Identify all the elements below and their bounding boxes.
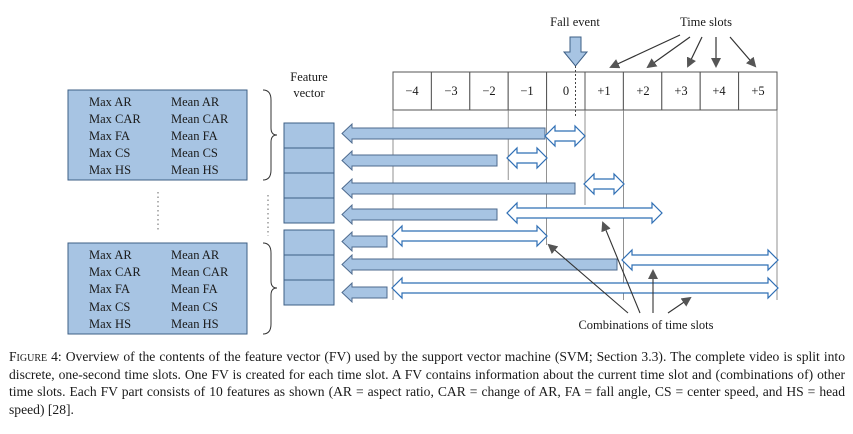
block1-left-4: Max HS [89, 163, 131, 177]
block2-left-0: Max AR [89, 248, 132, 262]
feature-vector-label-2: vector [293, 86, 325, 100]
slot-label-9: +5 [751, 84, 764, 98]
block2-right-3: Mean CS [171, 300, 218, 314]
brace-1 [262, 89, 278, 181]
block1-right-2: Mean FA [171, 129, 218, 143]
block2-right-0: Mean AR [171, 248, 220, 262]
fall-event-arrow [562, 36, 589, 67]
block2-left-1: Max CAR [89, 265, 141, 279]
caption-text: Overview of the contents of the feature … [9, 349, 846, 417]
combinations-label: Combinations of time slots [578, 318, 713, 332]
block1-right-3: Mean CS [171, 146, 218, 160]
fv-diagram: Max AR Max CAR Max FA Max CS Max HS Mean… [67, 15, 779, 335]
block1-left-2: Max FA [89, 129, 130, 143]
block2-right-4: Mean HS [171, 317, 219, 331]
time-slot-row [392, 71, 778, 111]
block1-left-0: Max AR [89, 95, 132, 109]
time-slots-label: Time slots [680, 15, 732, 29]
brace-2 [262, 242, 278, 335]
figure-caption: Figure 4: Overview of the contents of th… [9, 348, 845, 418]
feature-vector-label-1: Feature [290, 70, 328, 84]
slot-gridlines [392, 110, 778, 300]
block2-left-3: Max CS [89, 300, 130, 314]
feature-block-1 [67, 89, 248, 181]
block1-left-1: Max CAR [89, 112, 141, 126]
slot-range-arrows [391, 124, 779, 300]
slot-label-1: −3 [444, 84, 457, 98]
block2-right-2: Mean FA [171, 282, 218, 296]
combinations-pointer-arrows [547, 221, 692, 314]
feature-block-2 [67, 242, 248, 335]
fall-event-label: Fall event [550, 15, 600, 29]
block1-right-0: Mean AR [171, 95, 220, 109]
slot-label-3: −1 [520, 84, 533, 98]
time-slots-pointer-arrows [609, 34, 757, 69]
slot-label-6: +2 [636, 84, 649, 98]
slot-label-0: −4 [405, 84, 419, 98]
fv-gray-arrows [341, 122, 618, 304]
slot-label-5: +1 [597, 84, 610, 98]
block2-right-1: Mean CAR [171, 265, 229, 279]
feature-vector-column [283, 122, 335, 306]
slot-label-2: −2 [482, 84, 495, 98]
figure-label: Figure 4: [9, 349, 62, 364]
block1-right-1: Mean CAR [171, 112, 229, 126]
block2-left-4: Max HS [89, 317, 131, 331]
block2-left-2: Max FA [89, 282, 130, 296]
block1-right-4: Mean HS [171, 163, 219, 177]
block1-left-3: Max CS [89, 146, 130, 160]
slot-label-8: +4 [712, 84, 726, 98]
slot-label-4: 0 [563, 84, 569, 98]
slot-label-7: +3 [674, 84, 687, 98]
